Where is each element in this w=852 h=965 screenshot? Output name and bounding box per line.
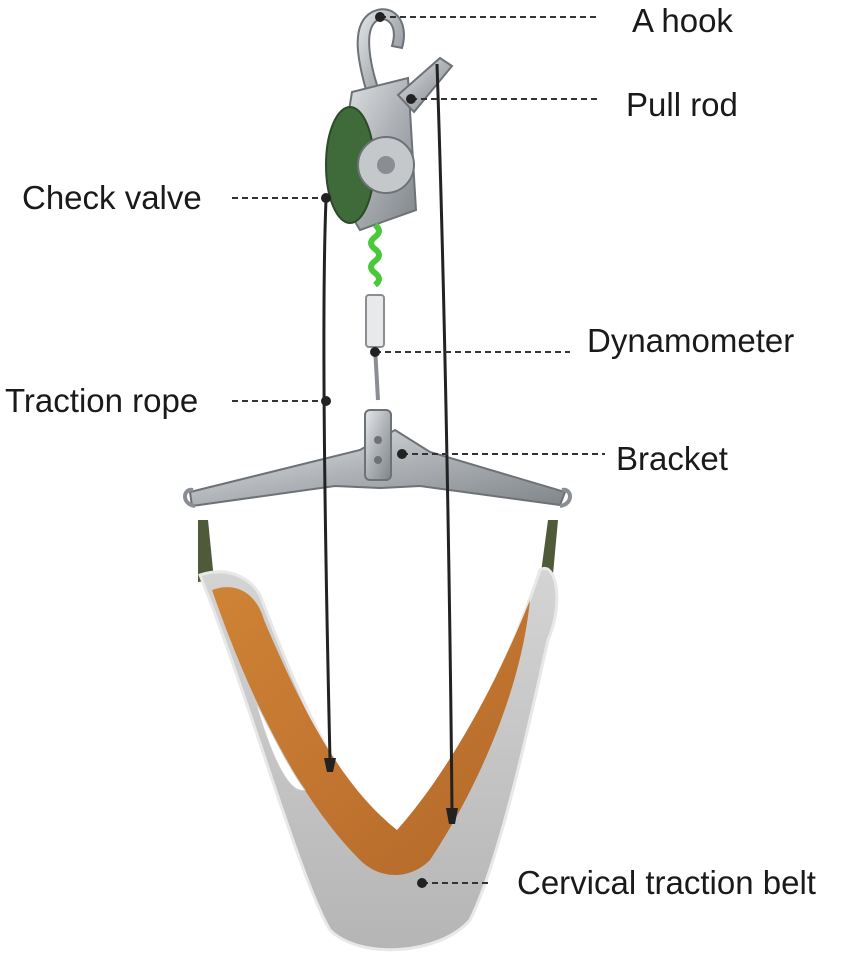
traction-rope-left xyxy=(322,199,332,761)
traction-rope-right xyxy=(435,63,454,811)
left-strap xyxy=(198,520,214,582)
label-bracket: Bracket xyxy=(616,440,728,477)
spring xyxy=(368,222,382,288)
bracket-bar xyxy=(183,409,572,508)
label-dynamometer: Dynamometer xyxy=(587,322,795,359)
label-check-valve: Check valve xyxy=(22,179,202,216)
hook xyxy=(356,8,405,112)
label-cervical-traction-belt: Cervical traction belt xyxy=(517,864,816,901)
rope-end-right xyxy=(446,808,458,824)
label-traction-rope: Traction rope xyxy=(5,382,199,419)
traction-belt xyxy=(198,567,559,952)
leaders xyxy=(232,12,605,888)
dynamometer-body xyxy=(365,294,385,401)
label-hook: A hook xyxy=(632,2,733,39)
rope-end-left xyxy=(324,758,336,772)
pulley-block xyxy=(325,56,454,232)
label-pull-rod: Pull rod xyxy=(626,86,738,123)
